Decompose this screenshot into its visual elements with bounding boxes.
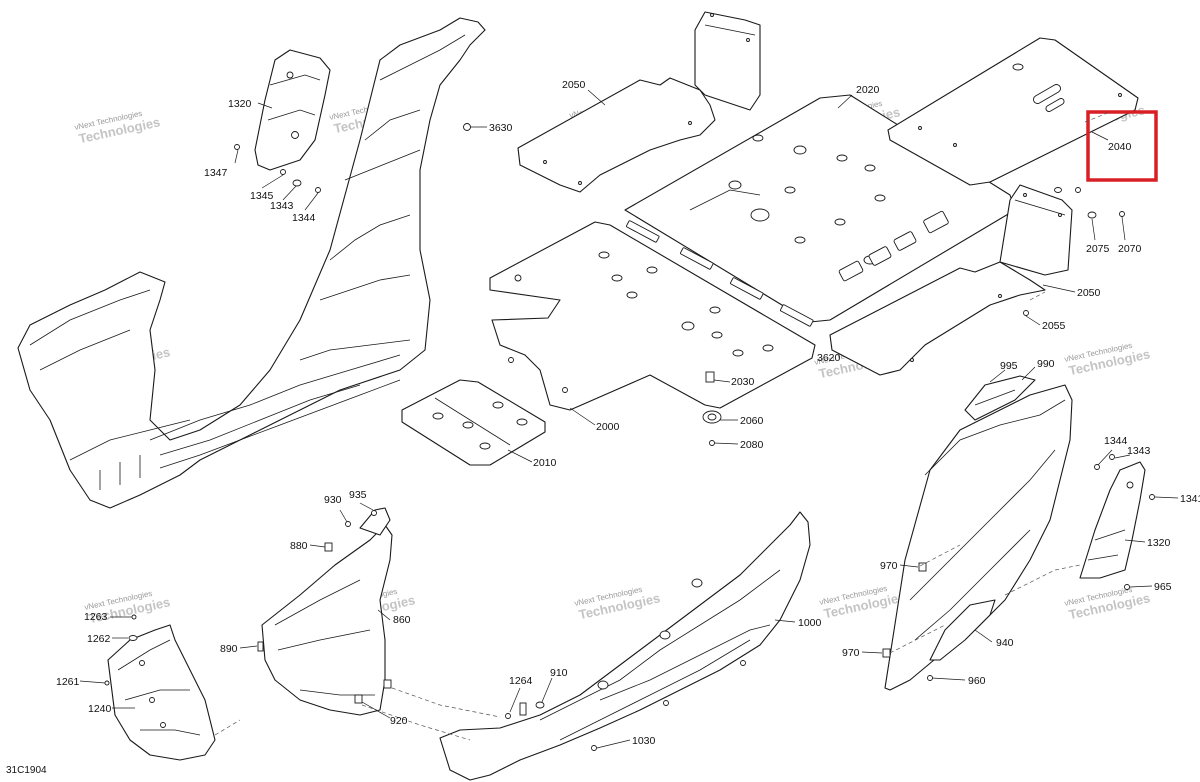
part-label-920[interactable]: 920 [390,715,408,727]
upper-left-trim-1320[interactable] [254,49,331,171]
part-label-1320[interactable]: 1320 [228,98,252,110]
floor-panel-2040[interactable] [887,37,1139,186]
drawing-code: 31C1904 [6,765,47,776]
part-label-990[interactable]: 990 [1037,358,1055,370]
part-label-965[interactable]: 965 [1154,581,1172,593]
trim-bracket-990[interactable] [964,375,1036,421]
part-label-2070[interactable]: 2070 [1118,243,1142,255]
part-labels: 1320 1347 1345 1343 1344 3630 2050 2020 … [56,79,1200,747]
part-label-970[interactable]: 970 [842,647,860,659]
floor-panel-2050-lower[interactable] [829,261,1046,376]
part-label-960[interactable]: 960 [968,675,986,687]
right-trim-1320[interactable] [1079,461,1146,579]
part-label-3620[interactable]: 3620 [817,352,841,364]
part-label-1343[interactable]: 1343 [270,200,294,212]
assembly-dashed-lines [214,111,1111,741]
side-trim-panel-860[interactable] [261,507,393,716]
leader-lines [79,89,1179,749]
part-label-2030[interactable]: 2030 [731,376,755,388]
part-label-2050[interactable]: 2050 [562,79,586,91]
floor-plate-2010[interactable] [401,379,546,466]
vertical-plate-upper[interactable] [694,11,761,111]
part-label-2075[interactable]: 2075 [1086,243,1110,255]
part-label-2060[interactable]: 2060 [740,415,764,427]
part-label-970[interactable]: 970 [880,560,898,572]
part-label-1030[interactable]: 1030 [632,735,656,747]
fastener-group-2070 [1023,187,1125,316]
part-label-2080[interactable]: 2080 [740,439,764,451]
part-label-2000[interactable]: 2000 [596,421,620,433]
part-label-1000[interactable]: 1000 [798,617,822,629]
fastener-group-1341 [882,454,1155,681]
part-label-995[interactable]: 995 [1000,360,1018,372]
part-label-2050[interactable]: 2050 [1077,287,1101,299]
right-side-panel-940[interactable] [884,384,1073,691]
part-label-1343[interactable]: 1343 [1127,445,1151,457]
part-label-1262[interactable]: 1262 [87,633,111,645]
part-label-1344[interactable]: 1344 [1104,435,1128,447]
part-label-860[interactable]: 860 [393,614,411,626]
fastener-group-bottom [104,510,746,751]
vertical-plate-right[interactable] [999,184,1073,276]
part-label-930[interactable]: 930 [324,494,342,506]
part-label-2020[interactable]: 2020 [856,84,880,96]
part-label-2040[interactable]: 2040 [1108,141,1132,153]
part-label-1344[interactable]: 1344 [292,212,316,224]
part-label-1345[interactable]: 1345 [250,190,274,202]
part-label-2010[interactable]: 2010 [533,457,557,469]
part-label-880[interactable]: 880 [290,540,308,552]
part-label-1263[interactable]: 1263 [84,611,108,623]
bottom-rocker-panel-1000[interactable] [439,511,811,781]
part-label-1320[interactable]: 1320 [1147,537,1171,549]
left-side-body-panel[interactable] [17,17,486,509]
part-label-3630[interactable]: 3630 [489,122,513,134]
part-label-1261[interactable]: 1261 [56,676,80,688]
part-highlight-box [1086,110,1158,182]
part-label-2055[interactable]: 2055 [1042,320,1066,332]
floor-panel-2000[interactable] [489,220,816,411]
part-label-940[interactable]: 940 [996,637,1014,649]
part-label-935[interactable]: 935 [349,489,367,501]
side-panel-1240[interactable] [107,624,216,761]
part-label-890[interactable]: 890 [220,643,238,655]
part-label-1347[interactable]: 1347 [204,167,228,179]
part-label-1240[interactable]: 1240 [88,703,112,715]
floor-panel-2050-upper[interactable] [517,77,716,193]
part-label-910[interactable]: 910 [550,667,568,679]
part-label-1264[interactable]: 1264 [509,675,533,687]
